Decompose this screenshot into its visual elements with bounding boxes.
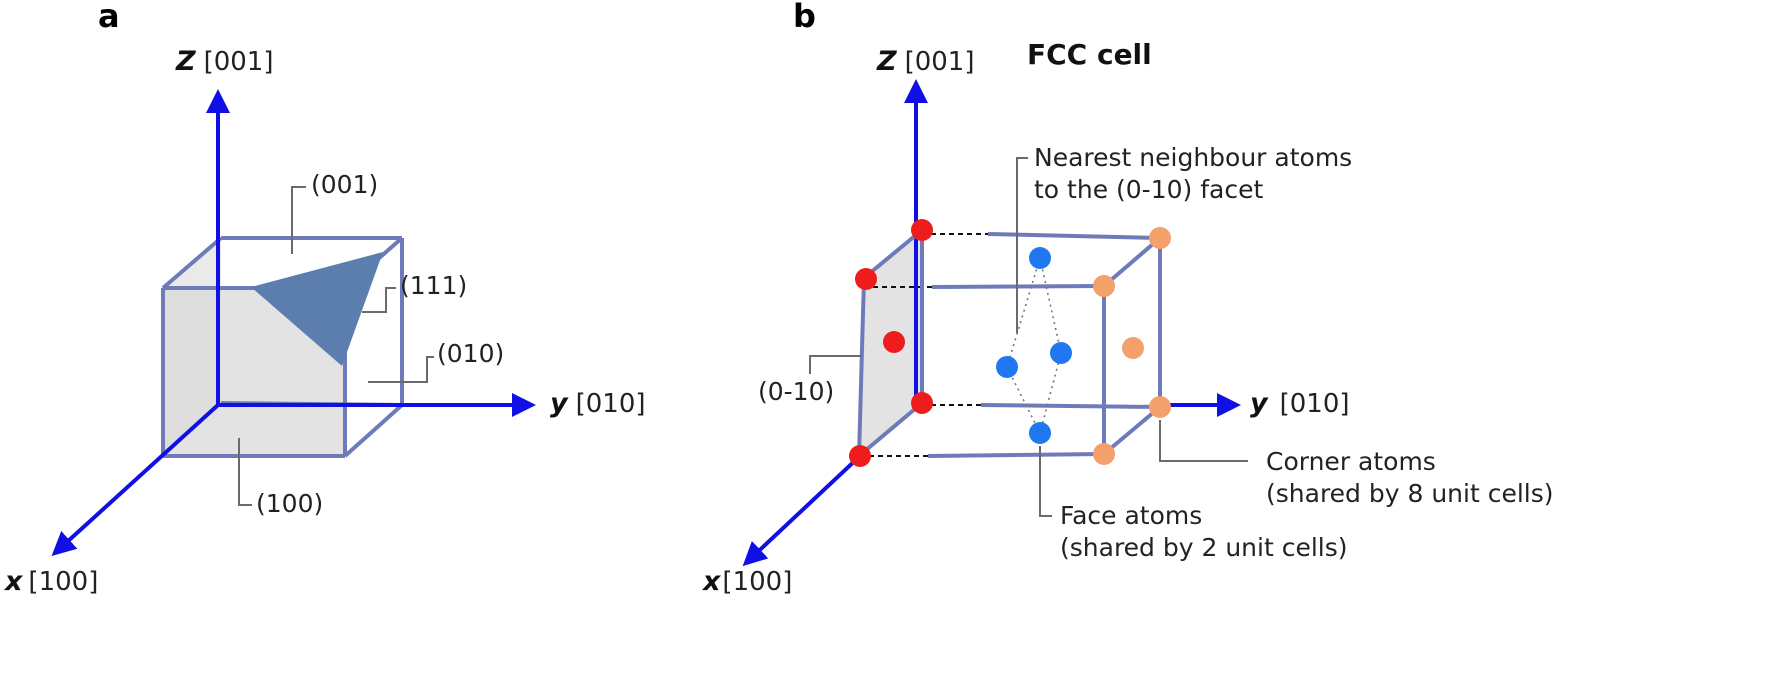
label-nearest-line1: Nearest neighbour atoms [1034,143,1352,172]
red-atom [911,392,933,414]
cube-b-edge [1102,405,1162,456]
label-001: (001) [311,170,378,199]
orange-atom [1093,275,1115,297]
panel-a: a Z[001] y[010] x[100] (001) (111) [3,0,646,597]
red-atom [883,331,905,353]
orange-atom [1149,396,1171,418]
cube-b-edge [857,277,866,457]
leader-111 [362,287,396,313]
cube-b-edge [862,228,924,280]
blue-atom [1029,422,1051,444]
leader-nearest [1016,157,1028,333]
orange-atom [1122,337,1144,359]
cube-b-edge [1102,236,1162,288]
cube-a-edge [161,236,223,290]
panel-b-letter: b [793,0,816,35]
label-010: (010) [437,339,504,368]
label-111: (111) [400,271,467,300]
label-0-10: (0-10) [758,377,834,406]
z-axis-label: Z[001] [876,46,975,77]
label-face-line1: Face atoms [1060,501,1202,530]
label-100: (100) [256,489,323,518]
leader-010 [368,356,434,383]
panel-b: b FCC cell [701,0,1554,597]
x-axis-arrow [742,454,862,567]
panel-a-letter: a [98,0,120,35]
blue-atom [1050,342,1072,364]
cube-b-edge [857,401,924,458]
label-corner-line1: Corner atoms [1266,447,1436,476]
y-axis-label: y[010] [550,388,646,419]
x-axis-label: x[100] [701,566,792,597]
leader-001 [291,186,306,254]
x-axis-arrow [51,403,220,557]
y-axis-label: y[010] [1250,388,1350,419]
blue-atom [996,356,1018,378]
orange-atom [1149,227,1171,249]
cube-a-edge [343,403,404,458]
label-face-line2: (shared by 2 unit cells) [1060,533,1348,562]
cube-b-edge [987,232,1161,240]
cube-b-edge [927,452,1105,458]
facet-010-face [163,238,221,456]
label-corner-line2: (shared by 8 unit cells) [1266,479,1554,508]
leader-0-10 [809,355,862,374]
x-axis-label: x[100] [3,566,98,597]
z-axis-label: Z[001] [175,46,274,77]
panel-b-title: FCC cell [1027,38,1152,71]
leader-corner [1159,420,1248,462]
label-nearest-line2: to the (0-10) facet [1034,175,1263,204]
facet-111-triangle [251,252,383,366]
red-atom [911,219,933,241]
leader-face [1039,446,1052,517]
blue-atom [1029,247,1051,269]
red-atom [855,268,877,290]
cube-b-edge [980,403,1161,409]
red-atom [849,445,871,467]
orange-atom [1093,443,1115,465]
leader-100 [238,438,252,506]
